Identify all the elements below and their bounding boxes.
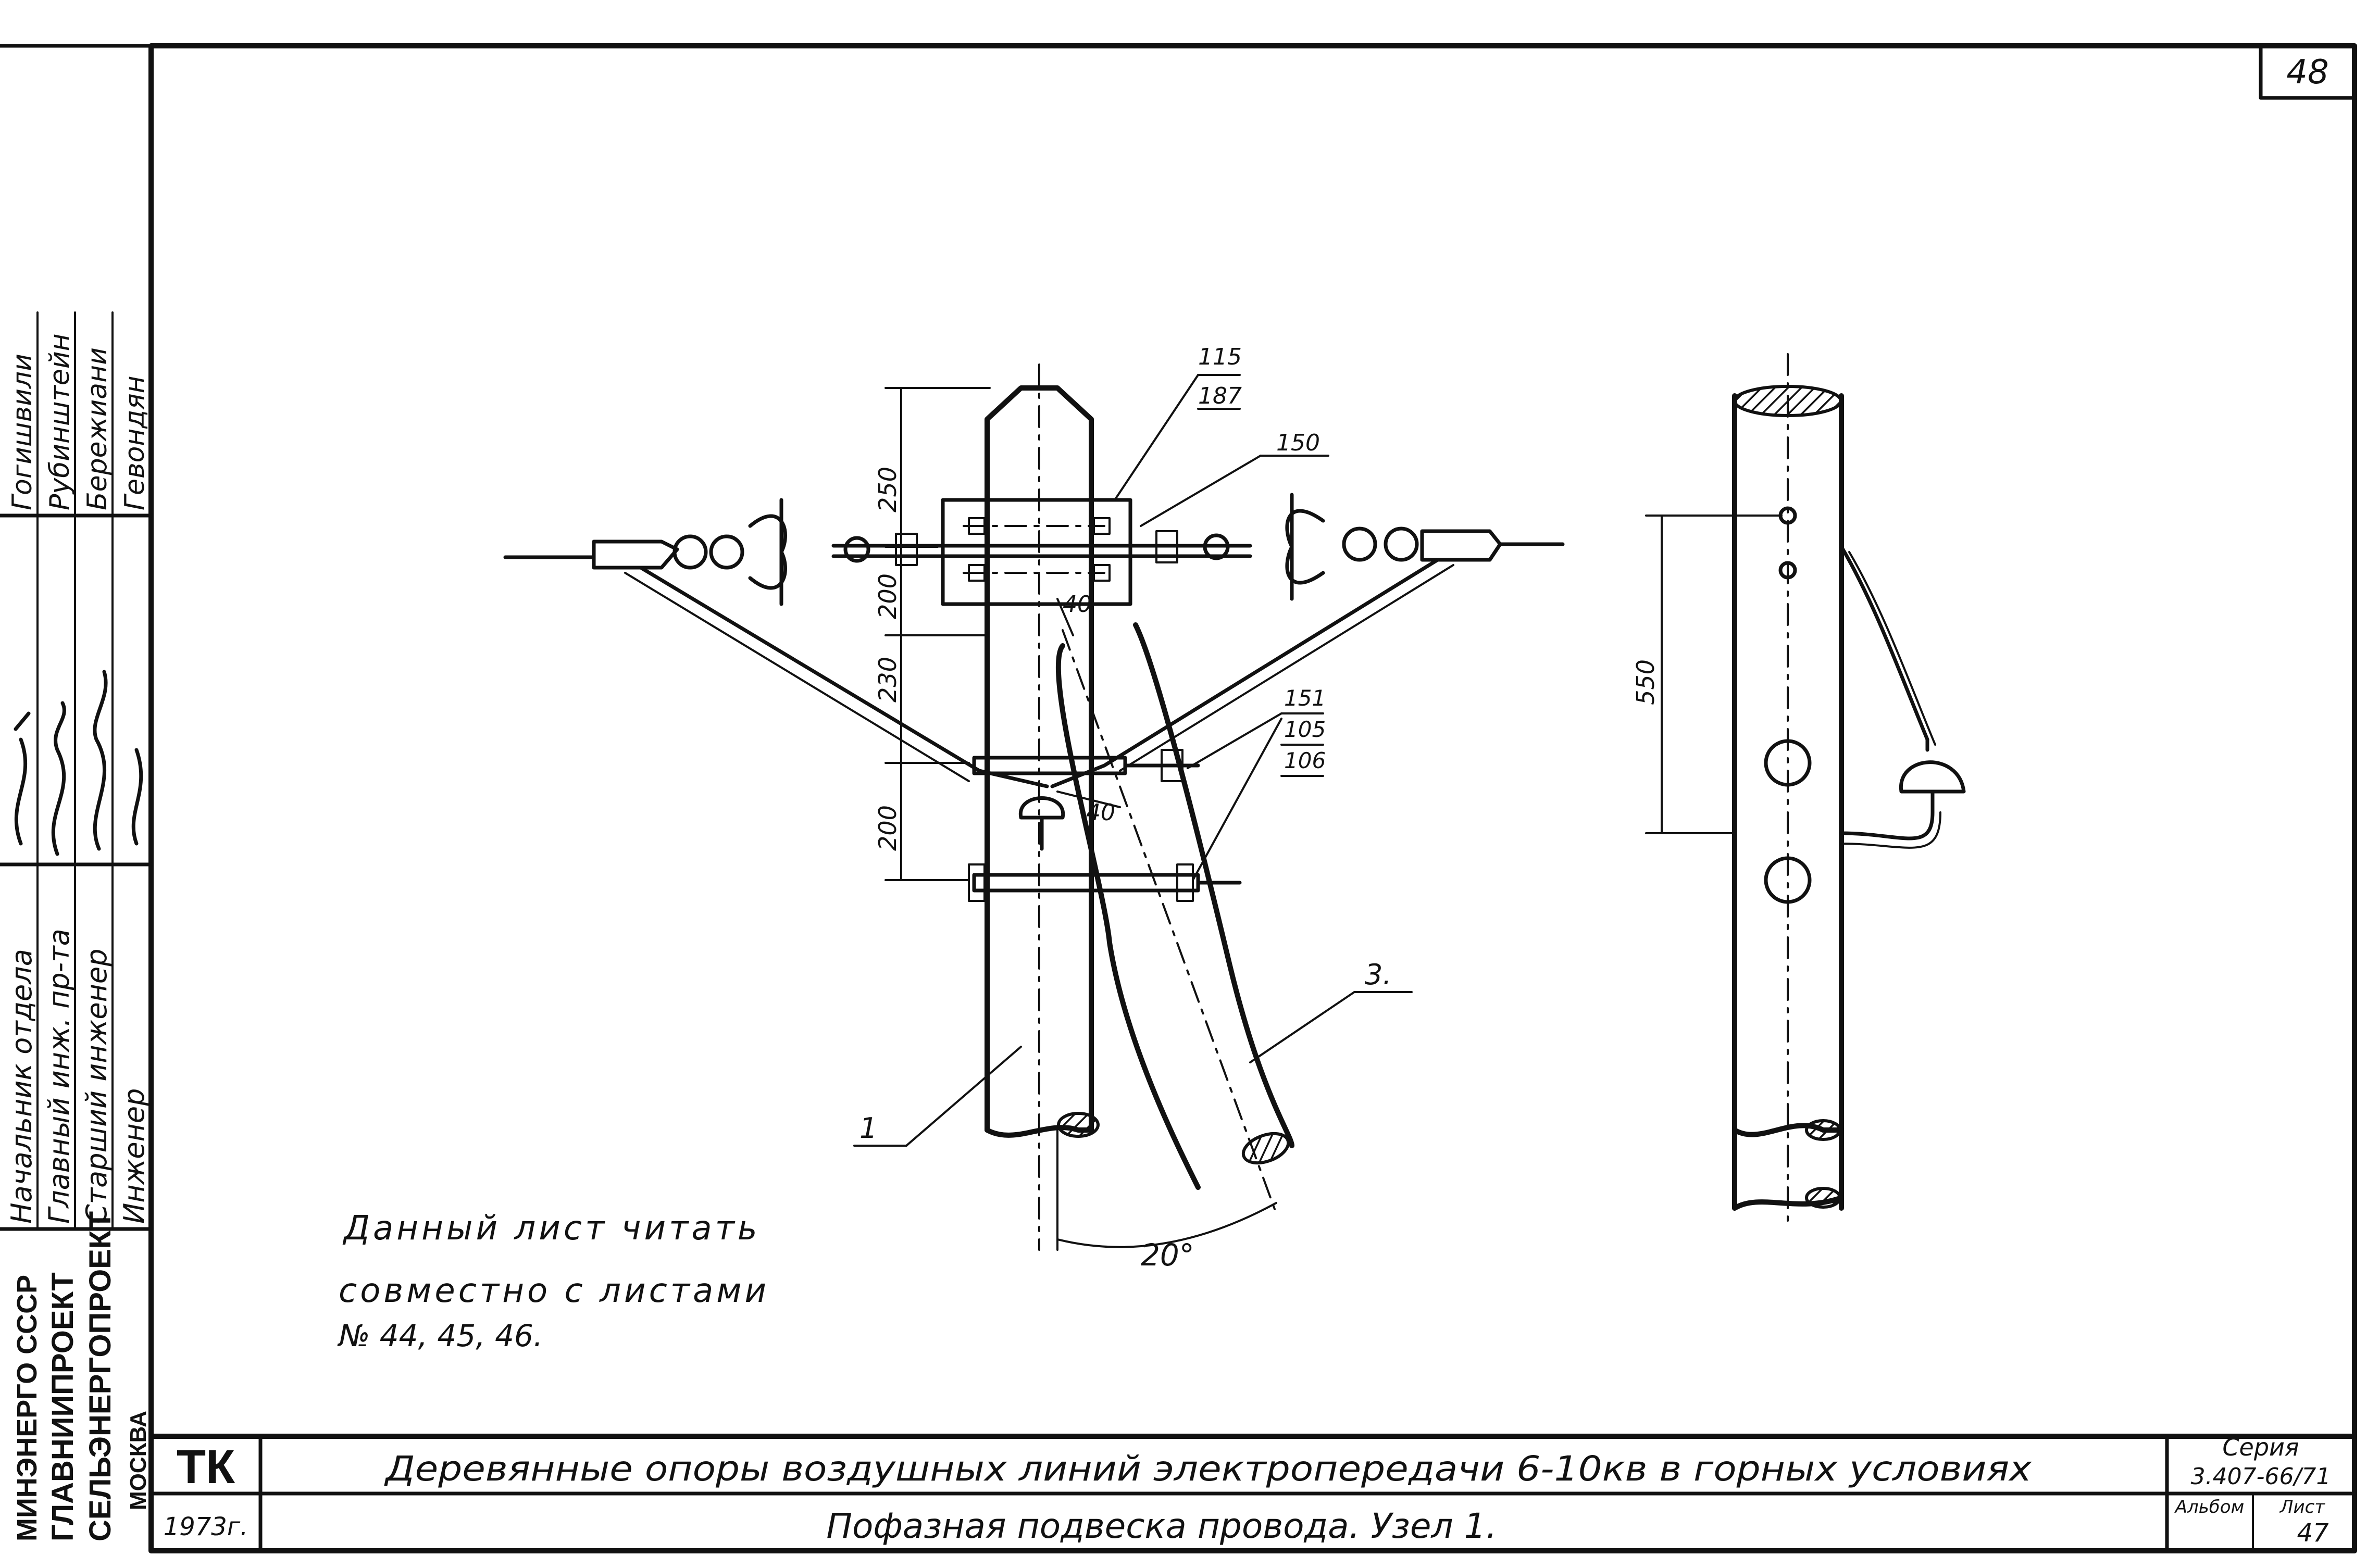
- callout-115: 115: [1198, 344, 1242, 370]
- downlead-left: [639, 566, 1049, 788]
- callout-106: 106: [1284, 748, 1326, 773]
- insulator-left: [672, 498, 918, 606]
- callout-part-1: 1: [859, 1112, 877, 1145]
- stamp-signatures: [14, 670, 143, 856]
- bolt-lower: [972, 873, 1200, 893]
- callout-150: 150: [1276, 430, 1320, 456]
- note-line-2: совместно с листами: [339, 1272, 769, 1310]
- org-line-3: СЕЛЬЭНЕРГОПРОЕКТ: [83, 1211, 117, 1541]
- callout-leaders: [853, 374, 1413, 1147]
- callout-187: 187: [1198, 383, 1242, 409]
- stamp-name-1: Гогишвили: [7, 354, 38, 510]
- strut: [1055, 622, 1294, 1190]
- title-code: ТК: [177, 1440, 235, 1494]
- dim-angle: 20°: [1141, 1237, 1194, 1273]
- org-line-2: ГЛАВНИИПРОЕКТ: [46, 1272, 80, 1541]
- callout-105: 105: [1284, 717, 1326, 742]
- series-label: Серия: [2222, 1433, 2299, 1461]
- title-year: 1973г.: [164, 1512, 248, 1541]
- bolt-hole-upper: [1764, 739, 1812, 787]
- sheet-value: 47: [2297, 1519, 2329, 1548]
- insulator-right: [1155, 493, 1419, 601]
- dim-550: 550: [1631, 659, 1660, 705]
- stamp-role-2: Главный инж. пр-та: [43, 929, 76, 1224]
- stamp-role-1: Начальник отдела: [5, 949, 38, 1224]
- title-subtitle: Пофазная подвеска провода. Узел 1.: [826, 1506, 1497, 1546]
- main-pole-section: [1057, 1112, 1100, 1138]
- org-line-4: МОСКВА: [126, 1411, 151, 1510]
- org-line-1: МИНЭНЕРГО СССР: [11, 1275, 43, 1541]
- front-view-drawing: 250 200 230 200 40 40 20° 115 187 150 15…: [503, 344, 1565, 1273]
- dim-200-upper: 200: [874, 573, 902, 619]
- bracket-plate: [941, 498, 1132, 606]
- stamp-name-3: Бережиани: [82, 347, 113, 510]
- note-line-1: Данный лист читать: [342, 1209, 761, 1248]
- side-view-drawing: 550: [1631, 353, 1966, 1230]
- left-stamp: Начальник отдела Главный инж. пр-та Стар…: [0, 311, 153, 1541]
- stamp-role-4: Инженер: [118, 1088, 151, 1224]
- dimension-lines: [884, 387, 1277, 1251]
- bolt-hole-lower: [1764, 856, 1812, 904]
- dim-250: 250: [874, 467, 902, 512]
- downlead-right: [1050, 558, 1440, 788]
- title-block: ТК 1973г. Деревянные опоры воздушных лин…: [148, 1433, 2357, 1553]
- album-label: Альбом: [2174, 1497, 2244, 1517]
- dim-40-upper: 40: [1063, 591, 1092, 618]
- sheet-label: Лист: [2279, 1497, 2325, 1517]
- title-main: Деревянные опоры воздушных линий электро…: [384, 1449, 2032, 1489]
- sheet-number-box: 48: [2259, 44, 2357, 100]
- notes: Данный лист читать совместно с листами №…: [337, 1209, 769, 1353]
- dim-230: 230: [874, 657, 902, 703]
- side-pole: [1732, 393, 1844, 1211]
- side-insulator: [1899, 737, 1966, 814]
- stamp-name-4: Гевондян: [119, 375, 151, 510]
- note-line-3: № 44, 45, 46.: [337, 1318, 543, 1353]
- dim-40-lower: 40: [1086, 799, 1115, 826]
- series-value: 3.407-66/71: [2191, 1463, 2331, 1490]
- callout-part-3: 3.: [1365, 958, 1392, 991]
- dim-200-lower: 200: [874, 805, 902, 851]
- stamp-role-3: Старший инженер: [80, 949, 113, 1224]
- pin-insulator: [1018, 796, 1065, 851]
- sheet-frame: [148, 43, 2357, 1553]
- sheet-number: 48: [2286, 53, 2328, 92]
- callout-151: 151: [1284, 685, 1326, 711]
- strut-section: [1241, 1132, 1290, 1165]
- stamp-name-2: Рубинштейн: [44, 333, 76, 510]
